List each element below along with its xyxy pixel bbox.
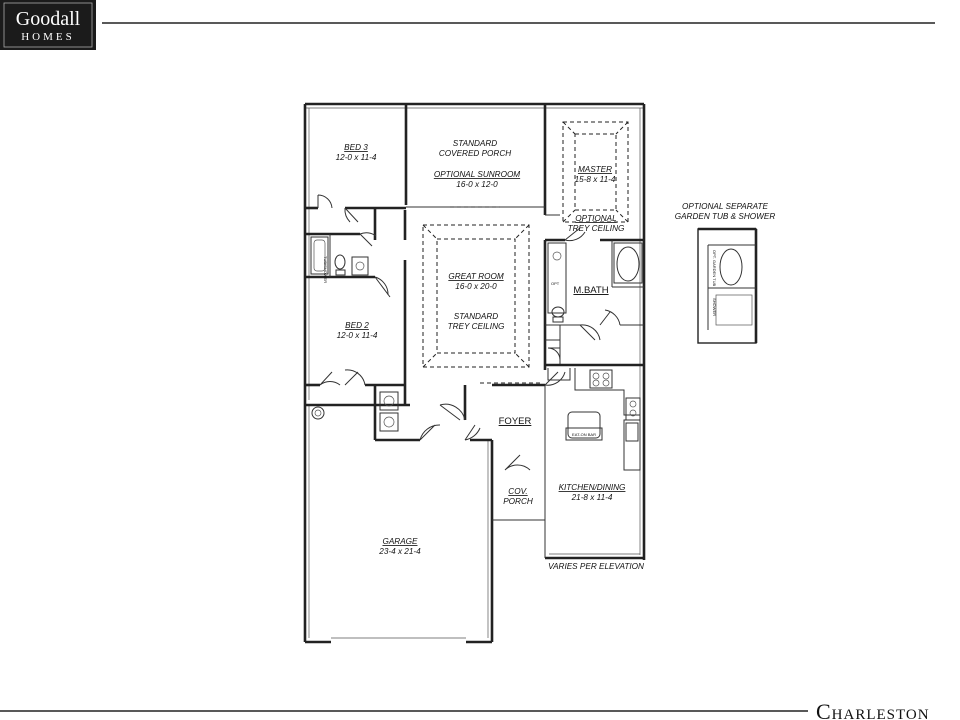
cov-porch-name1: COV. bbox=[508, 487, 527, 496]
kitchen-name: KITCHEN/DINING bbox=[559, 483, 626, 492]
optional-line1: OPTIONAL SEPARATE bbox=[682, 202, 769, 211]
bed3-dims: 12-0 x 11-4 bbox=[336, 153, 377, 162]
bed3-name: BED 3 bbox=[344, 143, 368, 152]
svg-text:TUB/SHOWER: TUB/SHOWER bbox=[323, 256, 328, 283]
logo-line2: HOMES bbox=[21, 31, 75, 43]
great-room-dims: 16-0 x 20-0 bbox=[455, 282, 497, 291]
porch-alt: OPTIONAL SUNROOM bbox=[434, 170, 520, 179]
cov-porch-name2: PORCH bbox=[503, 497, 533, 506]
porch-name2: COVERED PORCH bbox=[439, 149, 511, 158]
optional-line2: GARDEN TUB & SHOWER bbox=[675, 212, 776, 221]
interior-walls bbox=[305, 104, 644, 470]
great-room-ceiling2: TREY CEILING bbox=[448, 322, 505, 331]
mbath-name: M.BATH bbox=[573, 285, 608, 296]
garage-dims: 23-4 x 21-4 bbox=[378, 547, 421, 556]
master-bath-fixtures: OPT bbox=[547, 242, 643, 323]
kitchen-fixtures bbox=[547, 368, 641, 471]
svg-text:OPT. GARDEN TUB: OPT. GARDEN TUB bbox=[712, 250, 717, 286]
door-swings bbox=[317, 194, 621, 471]
master-trey-ceiling bbox=[562, 121, 629, 223]
porch-name1: STANDARD bbox=[453, 139, 498, 148]
master-dims: 15-8 x 11-4 bbox=[575, 175, 616, 184]
svg-text:SHOWER: SHOWER bbox=[712, 298, 717, 316]
master-ceiling2: TREY CEILING bbox=[568, 224, 625, 233]
master-ceiling1: OPTIONAL bbox=[575, 214, 616, 223]
room-labels: BED 3 12-0 x 11-4 STANDARD COVERED PORCH… bbox=[336, 139, 776, 571]
bed2-name: BED 2 bbox=[345, 321, 369, 330]
plan-name: Charleston bbox=[816, 699, 930, 720]
great-room-name: GREAT ROOM bbox=[448, 272, 504, 281]
master-name: MASTER bbox=[578, 165, 612, 174]
kitchen-dims: 21-8 x 11-4 bbox=[571, 493, 613, 502]
logo-line1: Goodall bbox=[16, 8, 81, 30]
foyer-name: FOYER bbox=[499, 416, 532, 427]
elevation-note: VARIES PER ELEVATION bbox=[548, 562, 644, 571]
garage-name: GARAGE bbox=[382, 537, 418, 546]
optional-tub-shower-inset: OPT. GARDEN TUB SHOWER bbox=[697, 227, 758, 344]
goodall-homes-logo: Goodall HOMES bbox=[0, 0, 96, 50]
great-room-trey-ceiling bbox=[422, 224, 530, 368]
exterior-walls bbox=[303, 102, 646, 644]
great-room-ceiling1: STANDARD bbox=[454, 312, 499, 321]
eat-on-bar-label: EAT-ON BAR bbox=[572, 432, 596, 437]
porch-alt-dims: 16-0 x 12-0 bbox=[456, 180, 498, 189]
svg-text:OPT: OPT bbox=[551, 281, 560, 286]
laundry-appliances bbox=[311, 391, 399, 432]
bed2-dims: 12-0 x 11-4 bbox=[337, 331, 378, 340]
hall-bath-fixtures: TUB/SHOWER bbox=[310, 236, 369, 283]
